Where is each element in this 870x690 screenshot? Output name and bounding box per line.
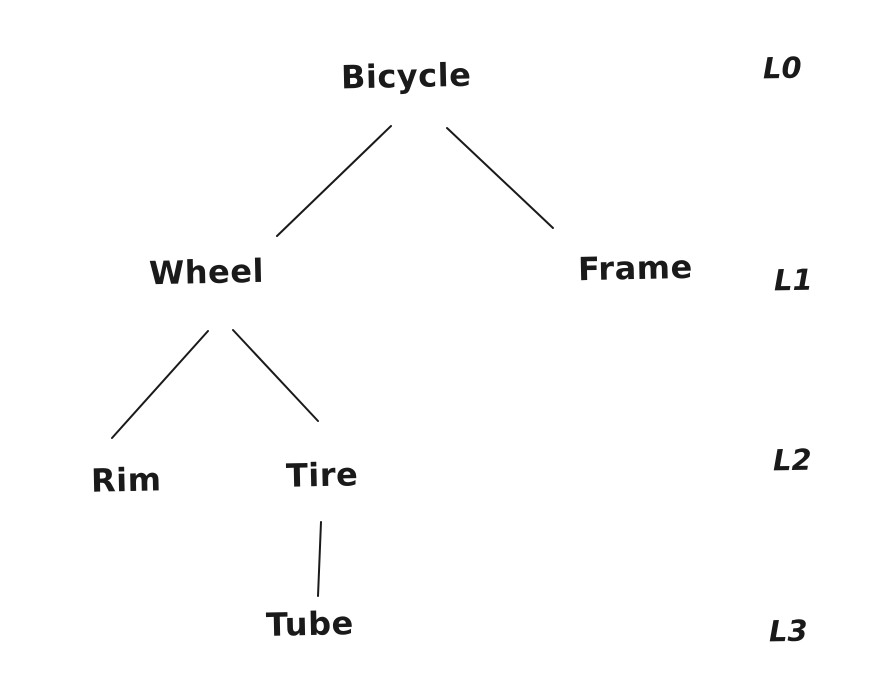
- level-label-l0: L0: [762, 50, 802, 86]
- edge-bicycle-wheel: [276, 125, 392, 237]
- node-rim: Rim: [90, 460, 162, 500]
- edge-tire-tube: [317, 521, 322, 597]
- node-bicycle: Bicycle: [340, 55, 472, 97]
- node-frame: Frame: [577, 247, 694, 289]
- level-label-l1: L1: [773, 262, 813, 298]
- node-wheel: Wheel: [148, 251, 265, 293]
- level-label-l3: L3: [768, 613, 808, 649]
- edge-wheel-rim: [111, 330, 209, 439]
- edge-bicycle-frame: [446, 127, 554, 229]
- level-label-l2: L2: [772, 442, 812, 478]
- node-tube: Tube: [265, 604, 355, 644]
- edge-wheel-tire: [232, 329, 319, 422]
- node-tire: Tire: [285, 455, 359, 495]
